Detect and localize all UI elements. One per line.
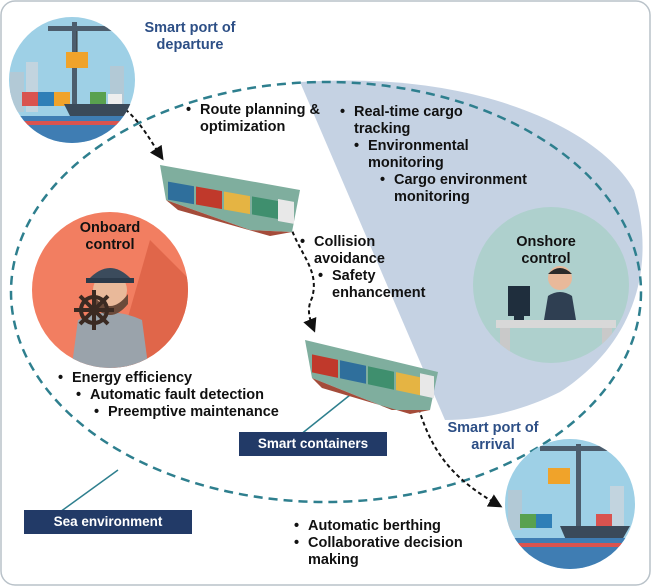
onshore-control-label: Onshore control xyxy=(516,234,576,267)
function-automatic-berthing: Automatic berthing xyxy=(294,518,498,535)
onshore-control-illustration xyxy=(473,207,629,363)
departure-port-illustration xyxy=(9,17,135,143)
onshore-functions: Real-time cargo tracking Environmental m… xyxy=(340,104,554,206)
function-energy-efficiency: Energy efficiency xyxy=(58,370,279,387)
function-cargo-environment-monitoring: Cargo environment monitoring xyxy=(380,172,554,206)
function-collision-avoidance: Collision avoidance xyxy=(300,234,394,268)
berthing-functions: Automatic berthing Collaborative decisio… xyxy=(294,518,498,569)
function-preemptive-maintenance: Preemptive maintenance xyxy=(94,404,279,421)
route-arrow-arrival xyxy=(414,394,503,508)
function-safety-enhancement: Safety enhancement xyxy=(318,268,442,302)
container-ship-1 xyxy=(160,165,300,236)
function-route-planning: Route planning & optimization xyxy=(186,102,330,136)
sea-environment-tag: Sea environment xyxy=(24,510,192,534)
departure-port-label: Smart port of departure xyxy=(144,20,236,53)
route-arrow-departure xyxy=(119,104,164,161)
route-functions: Route planning & optimization xyxy=(186,102,330,136)
function-cargo-tracking: Real-time cargo tracking xyxy=(340,104,489,138)
function-environmental-monitoring: Environmental monitoring xyxy=(354,138,488,172)
function-fault-detection: Automatic fault detection xyxy=(76,387,279,404)
onboard-control-label: Onboard control xyxy=(79,220,141,253)
collision-functions: Collision avoidance Safety enhancement xyxy=(300,234,442,302)
smart-containers-pointer xyxy=(299,394,351,436)
onboard-functions: Energy efficiency Automatic fault detect… xyxy=(58,370,279,421)
arrival-port-label: Smart port of arrival xyxy=(447,420,539,453)
sea-environment-pointer xyxy=(59,469,119,513)
function-collaborative-decision: Collaborative decision making xyxy=(294,535,498,569)
sea-environment-boundary xyxy=(9,80,643,504)
smart-containers-tag: Smart containers xyxy=(239,432,387,456)
container-ship-2 xyxy=(305,340,438,414)
